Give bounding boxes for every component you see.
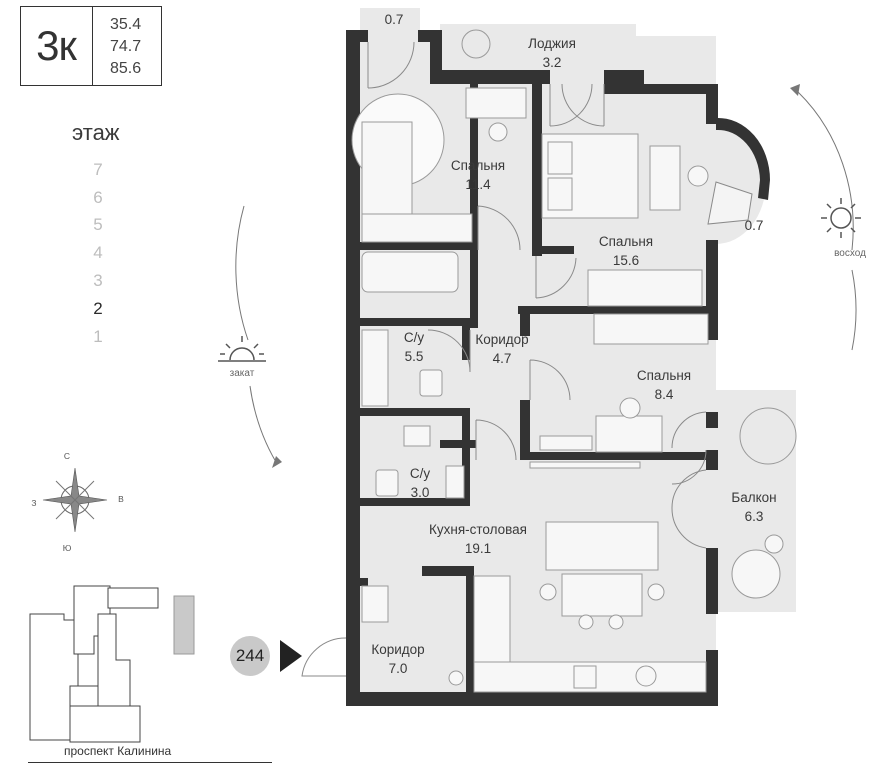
room-area: 7.0 [388, 661, 408, 676]
street-line [28, 762, 272, 763]
compass-rose-icon [42, 467, 108, 533]
badge-divider [92, 6, 94, 86]
compass-west: З [31, 498, 37, 508]
apartment-type: 3к [36, 22, 77, 69]
room-area: 11.4 [465, 177, 491, 192]
room-name: Спальня [598, 234, 654, 249]
room-name: Спальня [636, 368, 692, 383]
room-name: Кухня-столовая [429, 522, 527, 537]
compass-north: С [63, 451, 71, 461]
building-number-badge: 244 [230, 636, 270, 676]
room-area: 4.7 [492, 351, 512, 366]
sunrise-icon [821, 198, 861, 238]
area-without-balcony: 74.7 [110, 38, 142, 55]
room-name: С/у [403, 330, 425, 345]
room-area: 8.4 [654, 387, 674, 402]
room-corridor-4: Коридор 4.7 [475, 330, 528, 368]
room-bedroom-11: Спальня 11.4 [451, 156, 505, 194]
small-balcony-top-area: 0.7 [384, 12, 404, 27]
walls [346, 30, 770, 706]
floor-5[interactable]: 5 [93, 215, 103, 234]
room-area: 6.3 [744, 509, 764, 524]
floor-4[interactable]: 4 [93, 243, 103, 262]
room-area: 5.5 [404, 349, 424, 364]
floor-title: этаж [72, 120, 120, 145]
compass-south: Ю [62, 543, 72, 553]
entrance-arrow [280, 640, 302, 672]
site-plan [29, 585, 195, 743]
room-bedroom-8: Спальня 8.4 [637, 366, 691, 404]
room-name: С/у [409, 466, 431, 481]
room-balcony: Балкон 6.3 [731, 488, 776, 526]
doors [301, 41, 753, 677]
room-name: Балкон [731, 490, 777, 505]
room-bedroom-15: Спальня 15.6 [599, 232, 653, 270]
room-area: 19.1 [464, 541, 492, 556]
room-loggia: Лоджия 3.2 [528, 34, 576, 72]
street-name: проспект Калинина [64, 744, 172, 758]
apartment-badge [20, 6, 162, 86]
sunset-label: закат [229, 368, 255, 379]
floor-2-current[interactable]: 2 [93, 299, 103, 318]
sun-path [235, 91, 857, 463]
furniture [351, 29, 797, 693]
floor-7[interactable]: 7 [93, 160, 103, 179]
room-name: Спальня [450, 158, 506, 173]
compass-east: В [118, 494, 124, 504]
living-area: 35.4 [110, 16, 142, 33]
room-wc-3: С/у 3.0 [410, 464, 430, 502]
floor-3[interactable]: 3 [93, 271, 103, 290]
floor-6[interactable]: 6 [93, 188, 103, 207]
room-area: 15.6 [612, 253, 640, 268]
total-area: 85.6 [110, 60, 142, 77]
small-balcony-bay-area: 0.7 [744, 218, 764, 233]
room-bathroom-5: С/у 5.5 [404, 328, 424, 366]
floor-1[interactable]: 1 [93, 327, 103, 346]
room-area: 3.2 [542, 55, 562, 70]
sunset-icon [218, 336, 266, 362]
room-area: 3.0 [410, 485, 430, 500]
room-name: Лоджия [528, 36, 576, 51]
room-kitchen-dining: Кухня-столовая 19.1 [429, 520, 527, 558]
room-corridor-7: Коридор 7.0 [371, 640, 424, 678]
sun-path-arrows [272, 84, 800, 468]
room-name: Коридор [371, 642, 425, 657]
room-name: Коридор [475, 332, 529, 347]
sunrise-label: восход [834, 248, 866, 259]
